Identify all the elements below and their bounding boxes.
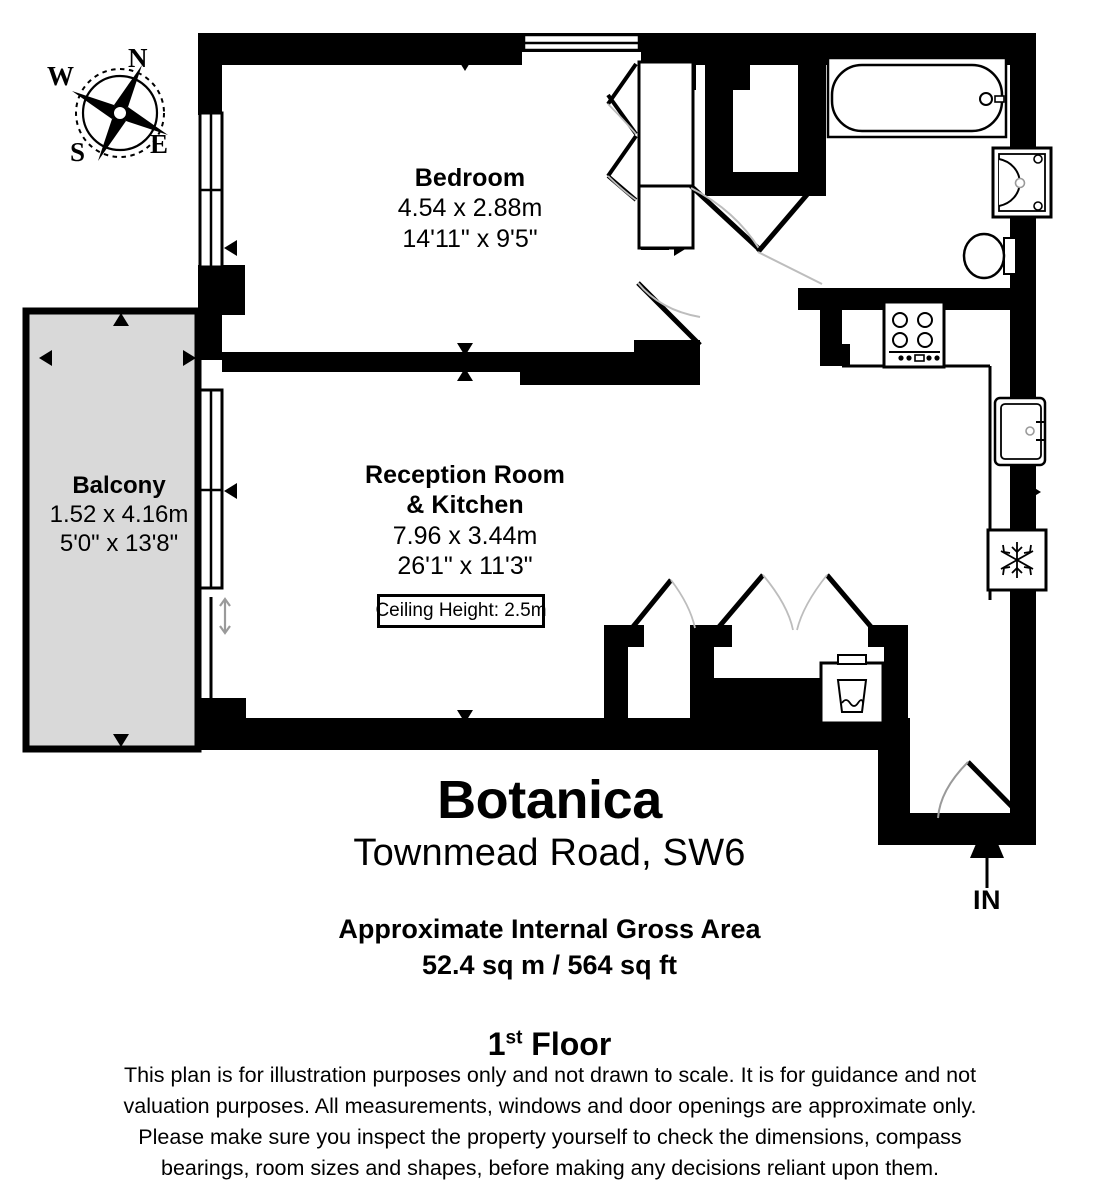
room-label-bedroom: Bedroom 4.54 x 2.88m 14'11" x 9'5" — [330, 163, 610, 254]
cupboard-doors — [630, 573, 874, 631]
bedroom-dimensions-imperial: 14'11" x 9'5" — [402, 224, 538, 253]
bedroom-name: Bedroom — [414, 164, 526, 192]
door-bedroom — [636, 281, 702, 347]
wardrobe-bedroom — [606, 60, 695, 250]
disclaimer-line-2: valuation purposes. All measurements, wi… — [123, 1093, 977, 1118]
disclaimer-line-4: bearings, room sizes and shapes, before … — [160, 1155, 940, 1180]
window-bedroom-left — [198, 111, 224, 269]
compass-east-label: E — [150, 129, 169, 159]
window-reception-left — [198, 388, 224, 590]
ceiling-height-text: Ceiling Height: 2.5m — [375, 600, 547, 621]
washbasin — [991, 146, 1053, 219]
reception-dimensions-imperial: 26'1" x 11'3" — [397, 551, 533, 580]
property-name: Botanica — [437, 770, 662, 830]
floor-number: 1 — [487, 1025, 506, 1062]
area-heading: Approximate Internal Gross Area — [338, 913, 761, 944]
balcony-door-indicator — [209, 597, 231, 700]
balcony-dimensions-metric: 1.52 x 4.16m — [49, 501, 189, 529]
reception-name-line1: Reception Room — [364, 461, 566, 489]
entrance-label: IN — [973, 885, 1001, 915]
compass-south-label: S — [70, 137, 86, 167]
disclaimer-line-1: This plan is for illustration purposes o… — [123, 1063, 977, 1087]
fridge-freezer — [986, 528, 1048, 592]
entrance-door — [937, 760, 1034, 829]
dimension-arrows — [39, 58, 1041, 747]
floor-word: Floor — [522, 1025, 612, 1062]
compass-north-label: N — [128, 43, 148, 73]
balcony-area — [22, 307, 202, 753]
balcony-name: Balcony — [72, 472, 166, 499]
disclaimer-line-3: Please make sure you inspect the propert… — [138, 1124, 962, 1149]
kitchen-sink — [993, 396, 1047, 467]
entrance-arrow — [970, 818, 1004, 888]
ceiling-height-note: Ceiling Height: 2.5m — [375, 594, 547, 628]
reception-dimensions-metric: 7.96 x 3.44m — [392, 521, 538, 550]
room-label-reception-kitchen: Reception Room & Kitchen 7.96 x 3.44m 26… — [325, 460, 605, 581]
window-bedroom-top — [522, 33, 641, 52]
compass-rose: N E S W — [40, 37, 200, 187]
hob — [882, 300, 946, 369]
building-walls — [198, 33, 1036, 845]
snowflake-icon — [1000, 542, 1034, 578]
room-label-balcony: Balcony 1.52 x 4.16m 5'0" x 13'8" — [24, 471, 214, 558]
disclaimer-text: This plan is for illustration purposes o… — [70, 1060, 1030, 1184]
compass-west-label: W — [47, 61, 74, 91]
balcony-dimensions-imperial: 5'0" x 13'8" — [59, 530, 179, 558]
reception-name-line2: & Kitchen — [406, 491, 524, 520]
bathtub — [826, 56, 1008, 139]
area-value: 52.4 sq m / 564 sq ft — [421, 950, 678, 981]
washing-machine — [819, 654, 885, 725]
compass-rose-graphic — [72, 65, 168, 161]
floor-ordinal: st — [505, 1027, 523, 1049]
title-block: Botanica Townmead Road, SW6 Approximate … — [0, 768, 1099, 1063]
toilet — [962, 232, 1017, 280]
door-hall-to-reception — [689, 184, 762, 252]
door-bathroom — [756, 188, 823, 285]
floor-level: 1st Floor — [0, 1026, 1099, 1063]
property-address: Townmead Road, SW6 — [353, 832, 746, 875]
cupboard-walls — [604, 625, 908, 720]
bedroom-dimensions-metric: 4.54 x 2.88m — [397, 194, 543, 223]
